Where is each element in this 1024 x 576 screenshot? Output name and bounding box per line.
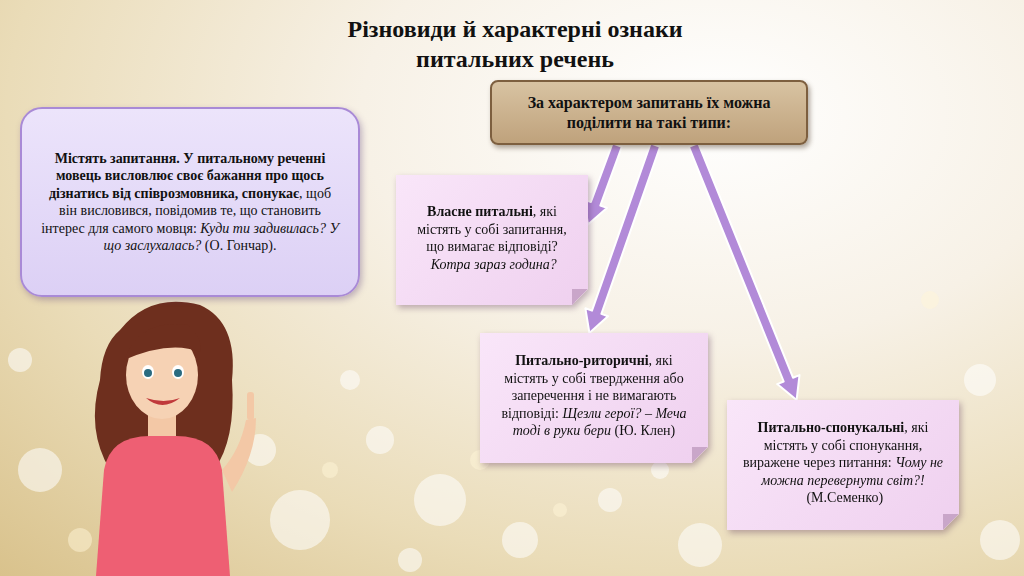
header-box: За характером запитань їх можна поділити… — [490, 80, 808, 145]
node-text: (М.Семенко) — [806, 490, 883, 505]
card-fold — [692, 447, 708, 463]
type-card: Питально-риторичні, які містять у собі т… — [480, 333, 708, 463]
card-shadow: Питально-спонукальні, які містять у собі… — [727, 400, 959, 530]
text-flow: Питально-риторичні, які містять у собі т… — [492, 352, 696, 440]
node-text: Котра зараз година? — [431, 257, 557, 272]
node-text: Власне питальні — [427, 204, 533, 219]
type-card: Власне питальні, які містять у собі запи… — [396, 175, 588, 305]
node-text: Питально-риторичні — [515, 353, 648, 368]
definition-bubble: Містять запитання. У питальному реченні … — [20, 107, 360, 297]
node-text: (О. Гончар). — [205, 238, 277, 253]
card-shadow: Питально-риторичні, які містять у собі т… — [480, 333, 708, 463]
card-fold — [943, 514, 959, 530]
text-flow: За характером запитань їх можна поділити… — [504, 93, 794, 133]
node-text: За характером запитань їх можна поділити… — [528, 94, 771, 131]
block-arrow — [584, 143, 622, 224]
slide-title: Різновиди й характерні ознаки питальних … — [290, 14, 740, 74]
text-flow: Питально-спонукальні, які містять у собі… — [739, 419, 947, 507]
text-flow: Власне питальні, які містять у собі запи… — [408, 203, 576, 273]
node-text: Містять запитання. У питальному реченні … — [49, 151, 325, 201]
node-text: Питально-спонукальні — [758, 420, 905, 435]
node-text: (Ю. Клен) — [615, 423, 676, 438]
teacher-illustration — [95, 302, 256, 576]
block-arrow — [585, 143, 660, 333]
text-flow: Містять запитання. У питальному реченні … — [40, 150, 340, 255]
type-card: Питально-спонукальні, які містять у собі… — [727, 400, 959, 530]
card-shadow: Власне питальні, які містять у собі запи… — [396, 175, 588, 305]
card-fold — [572, 289, 588, 305]
